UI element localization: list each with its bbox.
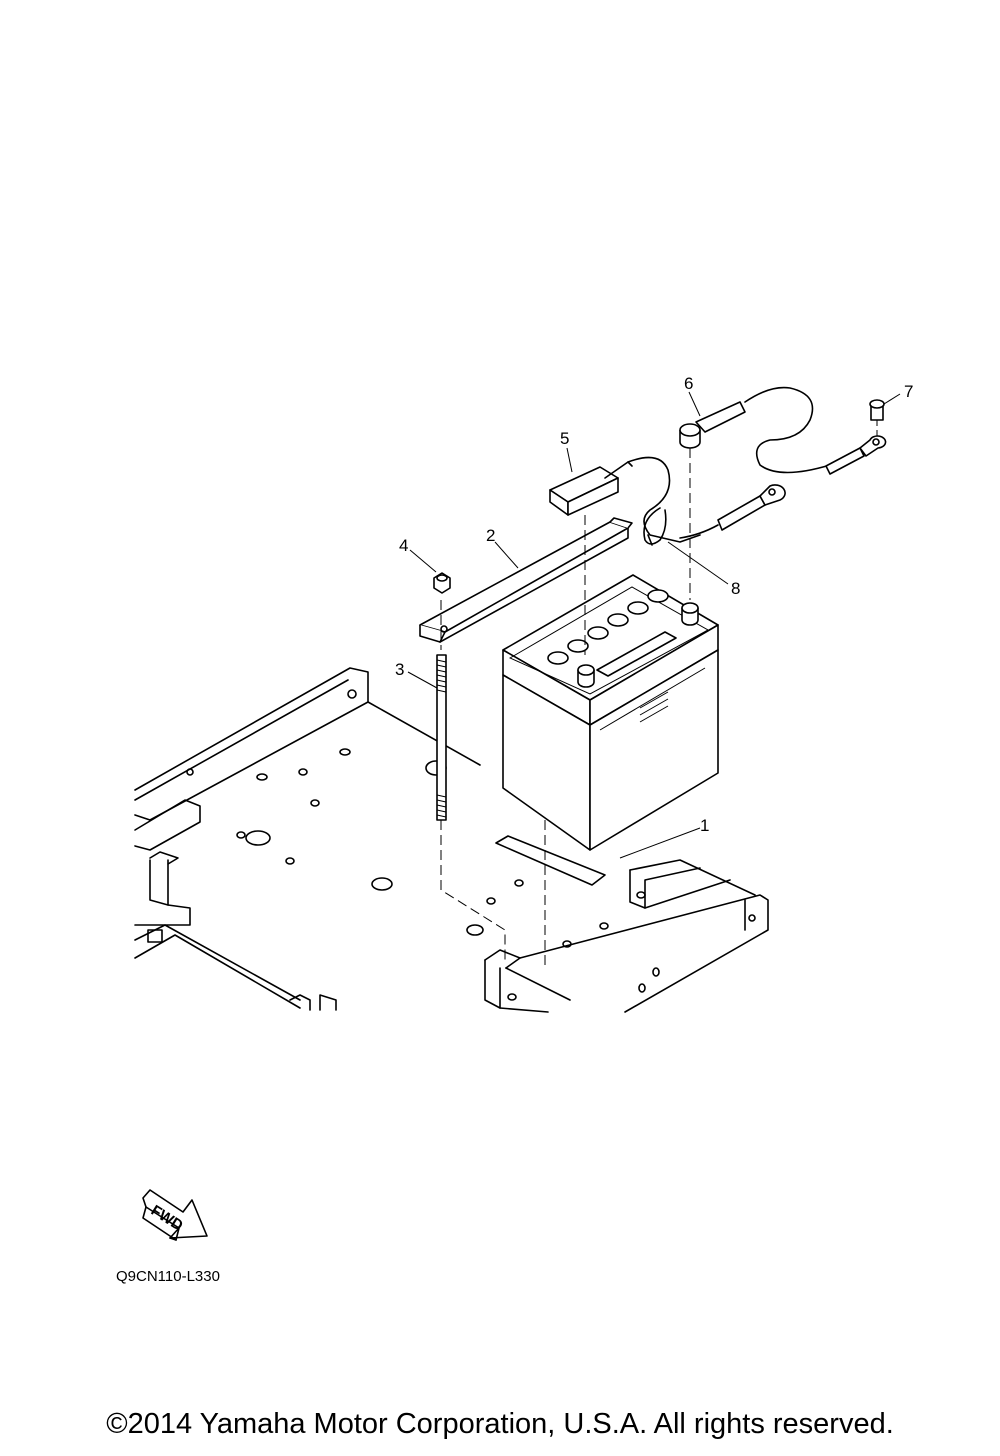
part-4-nut [433,572,451,594]
battery-terminal-positive [681,602,699,626]
callout-5: 5 [560,429,569,448]
callout-2: 2 [486,526,495,545]
ground-lead [679,435,887,539]
battery-terminal-negative [577,664,595,688]
battery-tray [484,859,769,1013]
callout-8: 8 [731,579,740,598]
part-1-battery-pad [495,820,606,965]
battery-cell-caps [547,589,669,665]
callout-3: 3 [395,660,404,679]
callout-7: 7 [904,382,913,401]
leader-lines [407,391,901,859]
part-2-battery-band [419,517,633,643]
callout-1: 1 [700,816,709,835]
forward-direction-arrow-icon: FWD [142,1189,208,1241]
callout-6: 6 [684,374,693,393]
part-3-stud-bolt [436,600,506,960]
callout-4: 4 [399,536,408,555]
part-6-terminal-cover [679,386,831,600]
copyright-notice: ©2014 Yamaha Motor Corporation, U.S.A. A… [106,1408,894,1440]
part-7-bolt [869,399,885,440]
frame-left [134,667,481,1011]
battery [502,574,719,851]
part-5-fuse-holder [549,456,701,655]
drawing-code: Q9CN110-L330 [116,1268,220,1285]
callout-labels: 1 2 3 4 5 6 7 8 [395,374,913,835]
part-8-band [643,507,667,546]
